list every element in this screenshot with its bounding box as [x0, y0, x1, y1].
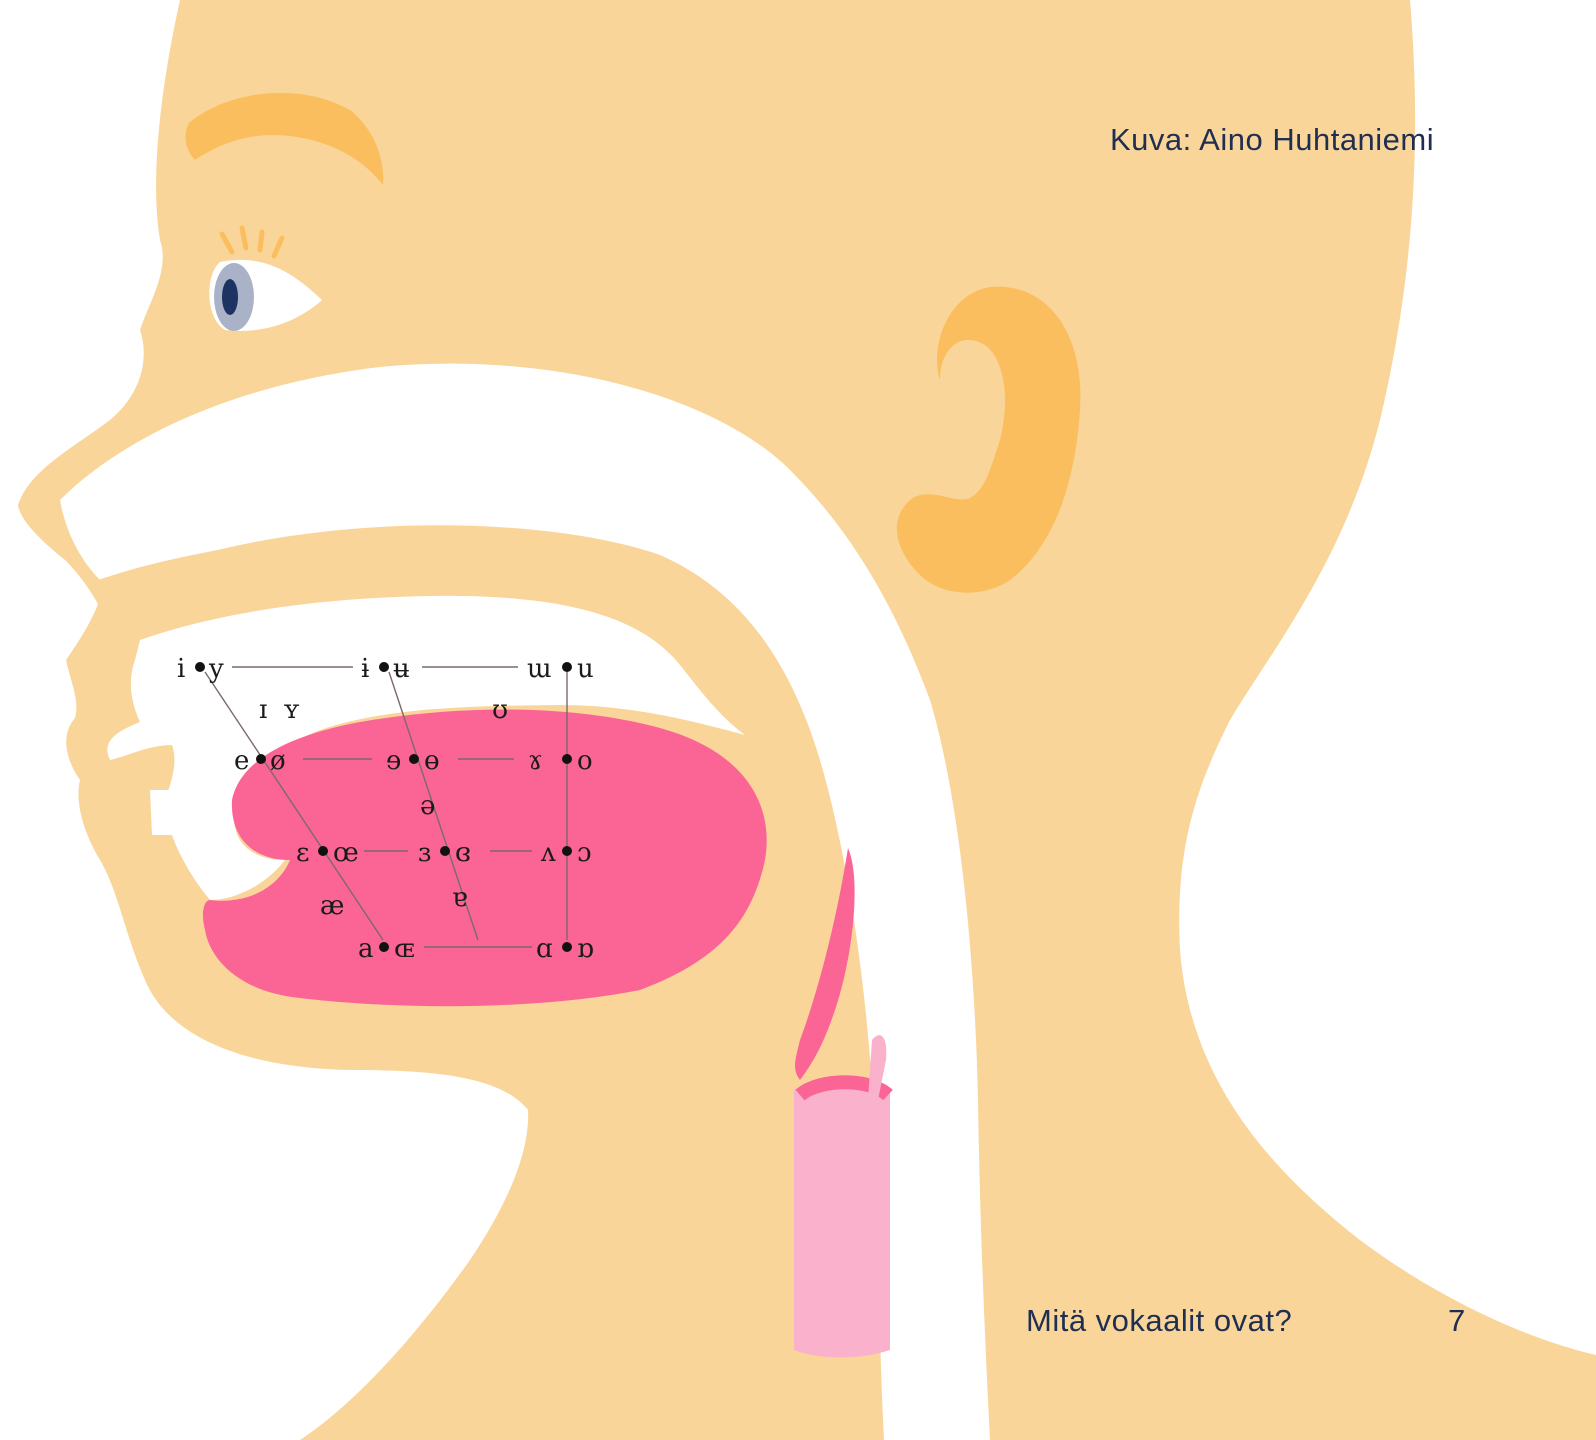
- vowel-schwa: ə: [420, 791, 435, 821]
- vowel-o-slash: ø: [270, 746, 286, 776]
- vowel-turned-script-a: ɒ: [577, 934, 594, 964]
- vowel-o: o: [577, 746, 593, 776]
- vowel-ae: æ: [320, 891, 344, 921]
- vowel-barred-o: ɵ: [424, 746, 440, 776]
- vowel-u: u: [577, 654, 594, 684]
- vowel-oe: œ: [333, 838, 359, 868]
- vowel-small-cap-i: ɪ: [259, 695, 267, 725]
- vowel-reversed-epsilon: ɜ: [418, 838, 431, 868]
- vowel-e: e: [234, 746, 249, 776]
- vowel-turned-m: ɯ: [527, 654, 552, 684]
- trachea: [794, 1079, 890, 1358]
- vowel-barred-u: ʉ: [393, 654, 410, 684]
- page-number: 7: [1448, 1303, 1465, 1339]
- vowel-small-cap-y: ʏ: [283, 695, 300, 725]
- footer-title: Mitä vokaalit ovat?: [1026, 1303, 1292, 1339]
- eye-pupil: [222, 279, 238, 315]
- tongue: [203, 709, 767, 1006]
- vowel-turned-v: ʌ: [540, 838, 556, 868]
- vowel-rams-horn: ɤ: [528, 746, 543, 776]
- vowel-y: y: [208, 654, 224, 684]
- image-credit: Kuva: Aino Huhtaniemi: [1110, 122, 1434, 158]
- vowel-script-a: ɑ: [536, 934, 553, 964]
- vowel-closed-reversed-epsilon: ɞ: [455, 838, 471, 868]
- vowel-open-o: ɔ: [577, 838, 592, 868]
- upper-teeth: [148, 700, 175, 745]
- vowel-barred-i: ɨ: [361, 654, 369, 684]
- vowel-reversed-e: ɘ: [386, 746, 401, 776]
- vowel-i: i: [177, 654, 185, 684]
- vowel-turned-a: ɐ: [452, 883, 468, 913]
- vowel-small-cap-oe: ɶ: [394, 934, 415, 964]
- lower-teeth: [150, 790, 180, 835]
- vowel-epsilon: ɛ: [296, 838, 309, 868]
- vowel-a: a: [358, 934, 374, 964]
- vowel-upsilon: ʊ: [492, 695, 508, 725]
